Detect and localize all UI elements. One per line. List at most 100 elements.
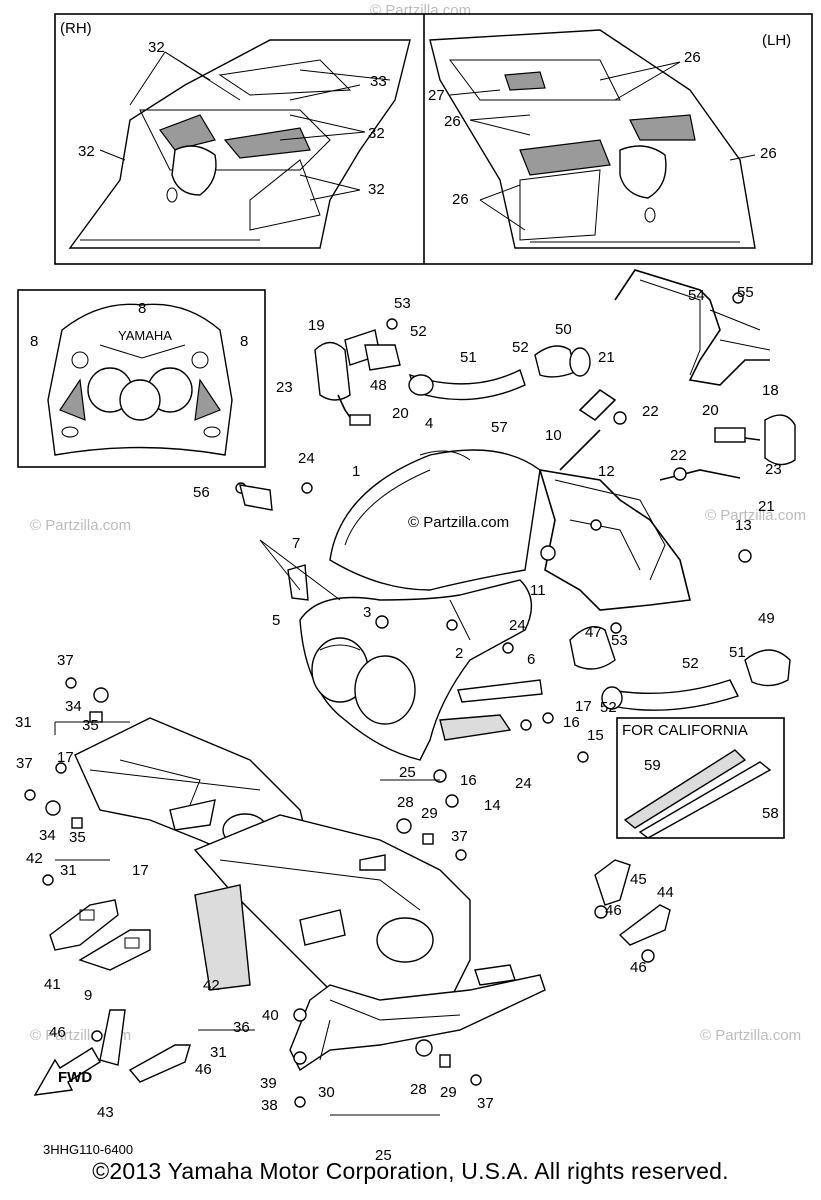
air-duct-lower [609, 679, 739, 711]
air-ducts [408, 345, 791, 711]
callout-number: 29 [421, 805, 438, 822]
callout-number: 23 [276, 379, 293, 396]
callout-number: 5 [272, 612, 280, 629]
bracket-44 [618, 904, 671, 946]
lh-label: (LH) [762, 32, 791, 49]
callout-number: 12 [598, 463, 615, 480]
callout-number: 8 [30, 333, 38, 350]
center-watermark: © Partzilla.com [408, 514, 509, 531]
callout-number: 23 [765, 461, 782, 478]
callout-number: 47 [585, 624, 602, 641]
callout-number: 45 [630, 871, 647, 888]
callout-number: 28 [397, 794, 414, 811]
callout-number: 6 [527, 651, 535, 668]
callout-number: 29 [440, 1084, 457, 1101]
callout-number: 30 [318, 1084, 335, 1101]
callout-number: 22 [670, 447, 687, 464]
callout-number: 37 [477, 1095, 494, 1112]
callout-number: 24 [509, 617, 526, 634]
absorbent-strip-58 [638, 761, 772, 839]
callout-number: 41 [44, 976, 61, 993]
callout-number: 53 [611, 632, 628, 649]
watermark: © Partzilla.com [700, 1027, 801, 1044]
callout-number: 32 [368, 125, 385, 142]
callout-number: 17 [575, 698, 592, 715]
callout-number: 17 [132, 862, 149, 879]
callout-number: 53 [394, 295, 411, 312]
callout-number: 20 [392, 405, 409, 422]
callout-number: 35 [69, 829, 86, 846]
callout-number: 33 [370, 73, 387, 90]
callout-number: 31 [60, 862, 77, 879]
callout-number: 4 [425, 415, 433, 432]
callout-number: 32 [78, 143, 95, 160]
callout-number: 28 [410, 1081, 427, 1098]
callout-number: 40 [262, 1007, 279, 1024]
watermark: © Partzilla.com [370, 2, 471, 19]
callout-number: 52 [600, 699, 617, 716]
callout-number: 31 [15, 714, 32, 731]
absorbent-strip-59 [623, 749, 747, 829]
callout-number: 43 [97, 1104, 114, 1121]
upper-cowl [299, 579, 533, 761]
callout-number: 44 [657, 884, 674, 901]
callout-number: 39 [260, 1075, 277, 1092]
leader-lines [54, 51, 756, 1116]
upper-cowl-assembly [299, 388, 741, 761]
mirror-rh [314, 341, 351, 401]
callout-number: 24 [298, 450, 315, 467]
callout-number: 26 [684, 49, 701, 66]
callout-number: 21 [598, 349, 615, 366]
watermark: © Partzilla.com [705, 507, 806, 524]
fwd-label: FWD [58, 1069, 92, 1086]
callout-number: 15 [587, 727, 604, 744]
callout-number: 51 [460, 349, 477, 366]
callout-number: 2 [455, 645, 463, 662]
callout-number: 13 [735, 517, 752, 534]
callout-number: 9 [84, 987, 92, 1004]
callout-number: 11 [530, 582, 546, 599]
callout-number: 20 [702, 402, 719, 419]
callout-number: 42 [203, 977, 220, 994]
decal-text: YAMAHA [118, 328, 172, 343]
callout-number: 56 [193, 484, 210, 501]
callout-number: 54 [688, 287, 705, 304]
callout-number: 17 [57, 749, 74, 766]
callout-number: 55 [737, 284, 754, 301]
callout-number: 26 [452, 191, 469, 208]
callout-number: 14 [484, 797, 501, 814]
rh-label: (RH) [60, 20, 92, 37]
cowl-stay [538, 468, 691, 611]
callout-number: 51 [729, 644, 746, 661]
front-cowl-decal-inset: YAMAHA [17, 289, 266, 468]
callout-number: 52 [682, 655, 699, 672]
fasteners [24, 292, 752, 1108]
callout-number: 31 [210, 1044, 227, 1061]
callout-number: 8 [138, 300, 146, 317]
callout-number: 42 [26, 850, 43, 867]
callout-number: 18 [762, 382, 779, 399]
callout-number: 19 [308, 317, 325, 334]
callout-number: 7 [292, 535, 300, 552]
callout-number: 22 [642, 403, 659, 420]
callout-number: 37 [57, 652, 74, 669]
callout-number: 1 [352, 463, 360, 480]
mirror-lh [764, 414, 796, 466]
callout-number: 34 [65, 698, 82, 715]
callout-number: 50 [555, 321, 572, 338]
callout-number: 26 [444, 113, 461, 130]
copyright-notice: ©2013 Yamaha Motor Corporation, U.S.A. A… [92, 1158, 729, 1184]
callout-number: 25 [399, 764, 416, 781]
forward-arrow: FWD [33, 1047, 101, 1096]
callout-number: 25 [375, 1147, 392, 1164]
callout-number: 32 [368, 181, 385, 198]
callout-number: 34 [39, 827, 56, 844]
side-panels-inset: (RH) (LH) [54, 13, 813, 265]
mirrors [314, 329, 796, 466]
callout-number: 52 [410, 323, 427, 340]
watermark: © Partzilla.com [30, 517, 131, 534]
diagram-code: 3HHG110-6400 [43, 1142, 133, 1157]
callout-number: 21 [758, 498, 775, 515]
